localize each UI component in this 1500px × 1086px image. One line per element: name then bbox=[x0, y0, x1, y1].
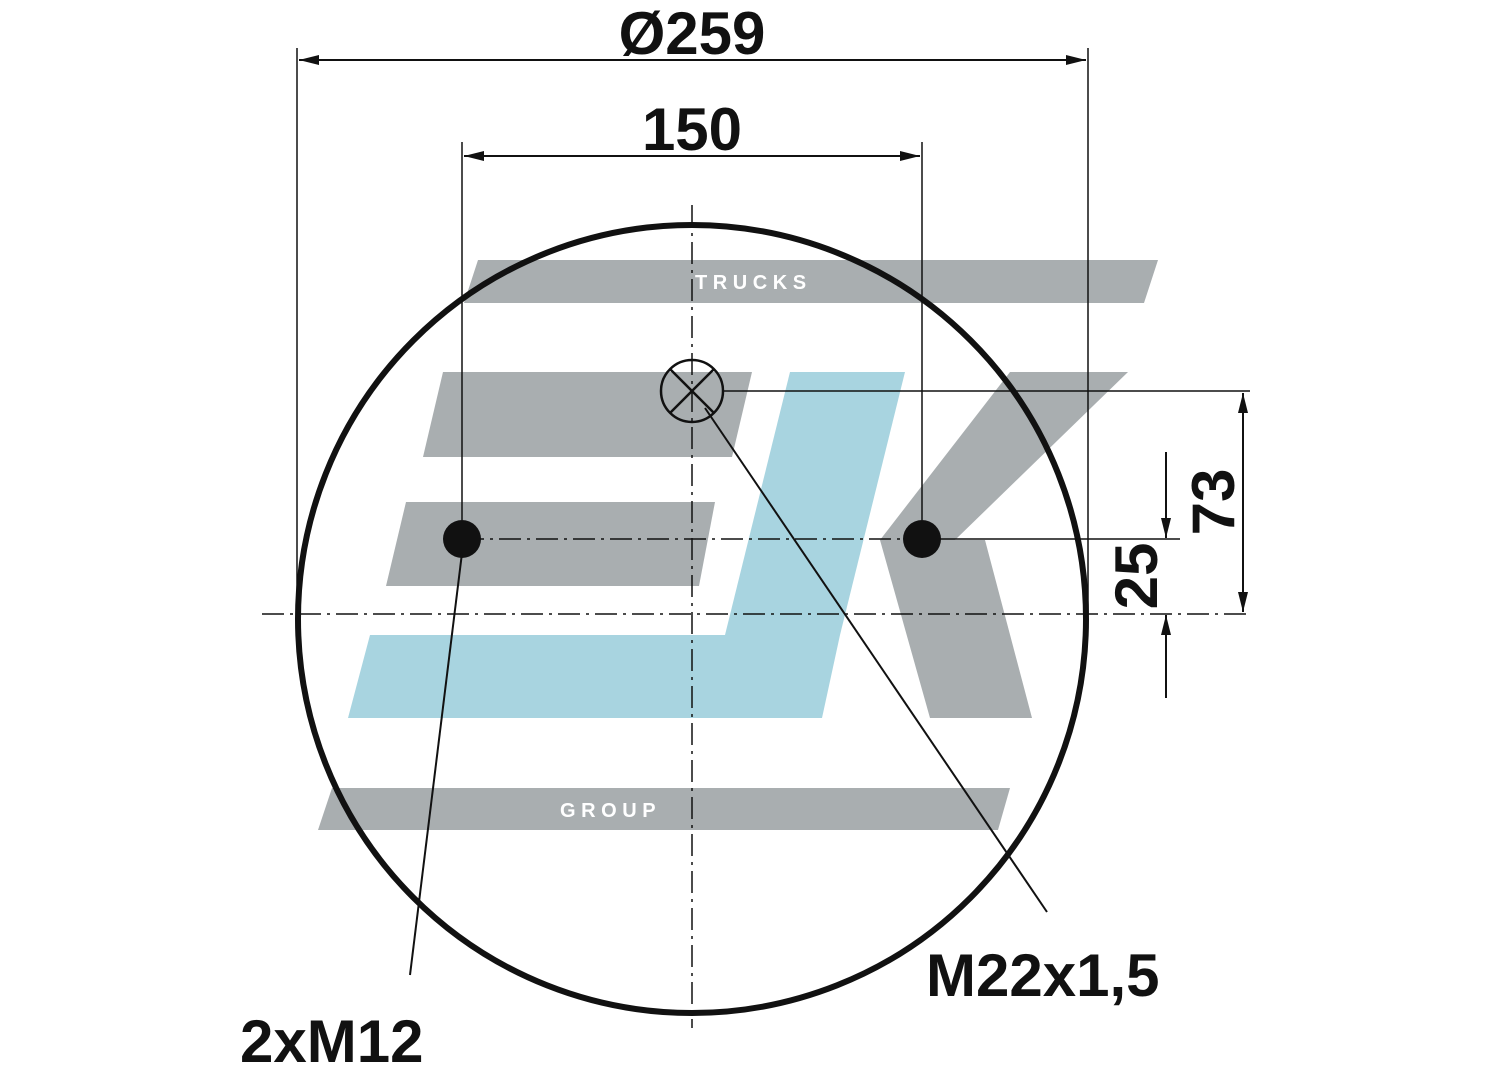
watermark-bottom-bar bbox=[318, 788, 1010, 830]
bolt-offset-label: 25 bbox=[1103, 543, 1170, 610]
bolt-leader-line bbox=[409, 552, 463, 976]
watermark-top-text: T R U C K S bbox=[695, 272, 806, 294]
outer-diameter-label: Ø259 bbox=[619, 0, 766, 67]
watermark-j-bottom bbox=[348, 635, 840, 718]
dimension-bolt-spacing: 150 bbox=[464, 96, 920, 163]
watermark-k-upper bbox=[880, 372, 1128, 540]
dimension-bolt-offset: 25 bbox=[1103, 452, 1171, 698]
bolt-spacing-label: 150 bbox=[642, 96, 742, 163]
inlet-thread-label: M22x1,5 bbox=[926, 942, 1160, 1009]
watermark-top-bar bbox=[464, 260, 1158, 303]
watermark-e-middle bbox=[386, 502, 715, 586]
watermark-k-lower bbox=[880, 540, 1032, 718]
bolt-hole-left bbox=[443, 520, 481, 558]
leader-lines bbox=[409, 407, 1048, 976]
air-inlet-symbol bbox=[659, 358, 725, 424]
watermark-j-stem bbox=[725, 372, 905, 635]
dimension-outer-diameter: Ø259 bbox=[299, 0, 1086, 67]
watermark-bottom-text: G R O U P bbox=[560, 800, 656, 822]
bolt-hole-right bbox=[903, 520, 941, 558]
dimension-inlet-offset: 73 bbox=[1180, 393, 1248, 612]
watermark-e-top bbox=[423, 372, 752, 457]
bead-plate-circle bbox=[295, 222, 1089, 1016]
inlet-offset-label: 73 bbox=[1180, 469, 1247, 536]
extension-lines bbox=[296, 48, 1250, 615]
bolt-thread-label: 2xM12 bbox=[240, 1008, 423, 1075]
inlet-leader-line bbox=[704, 407, 1048, 913]
